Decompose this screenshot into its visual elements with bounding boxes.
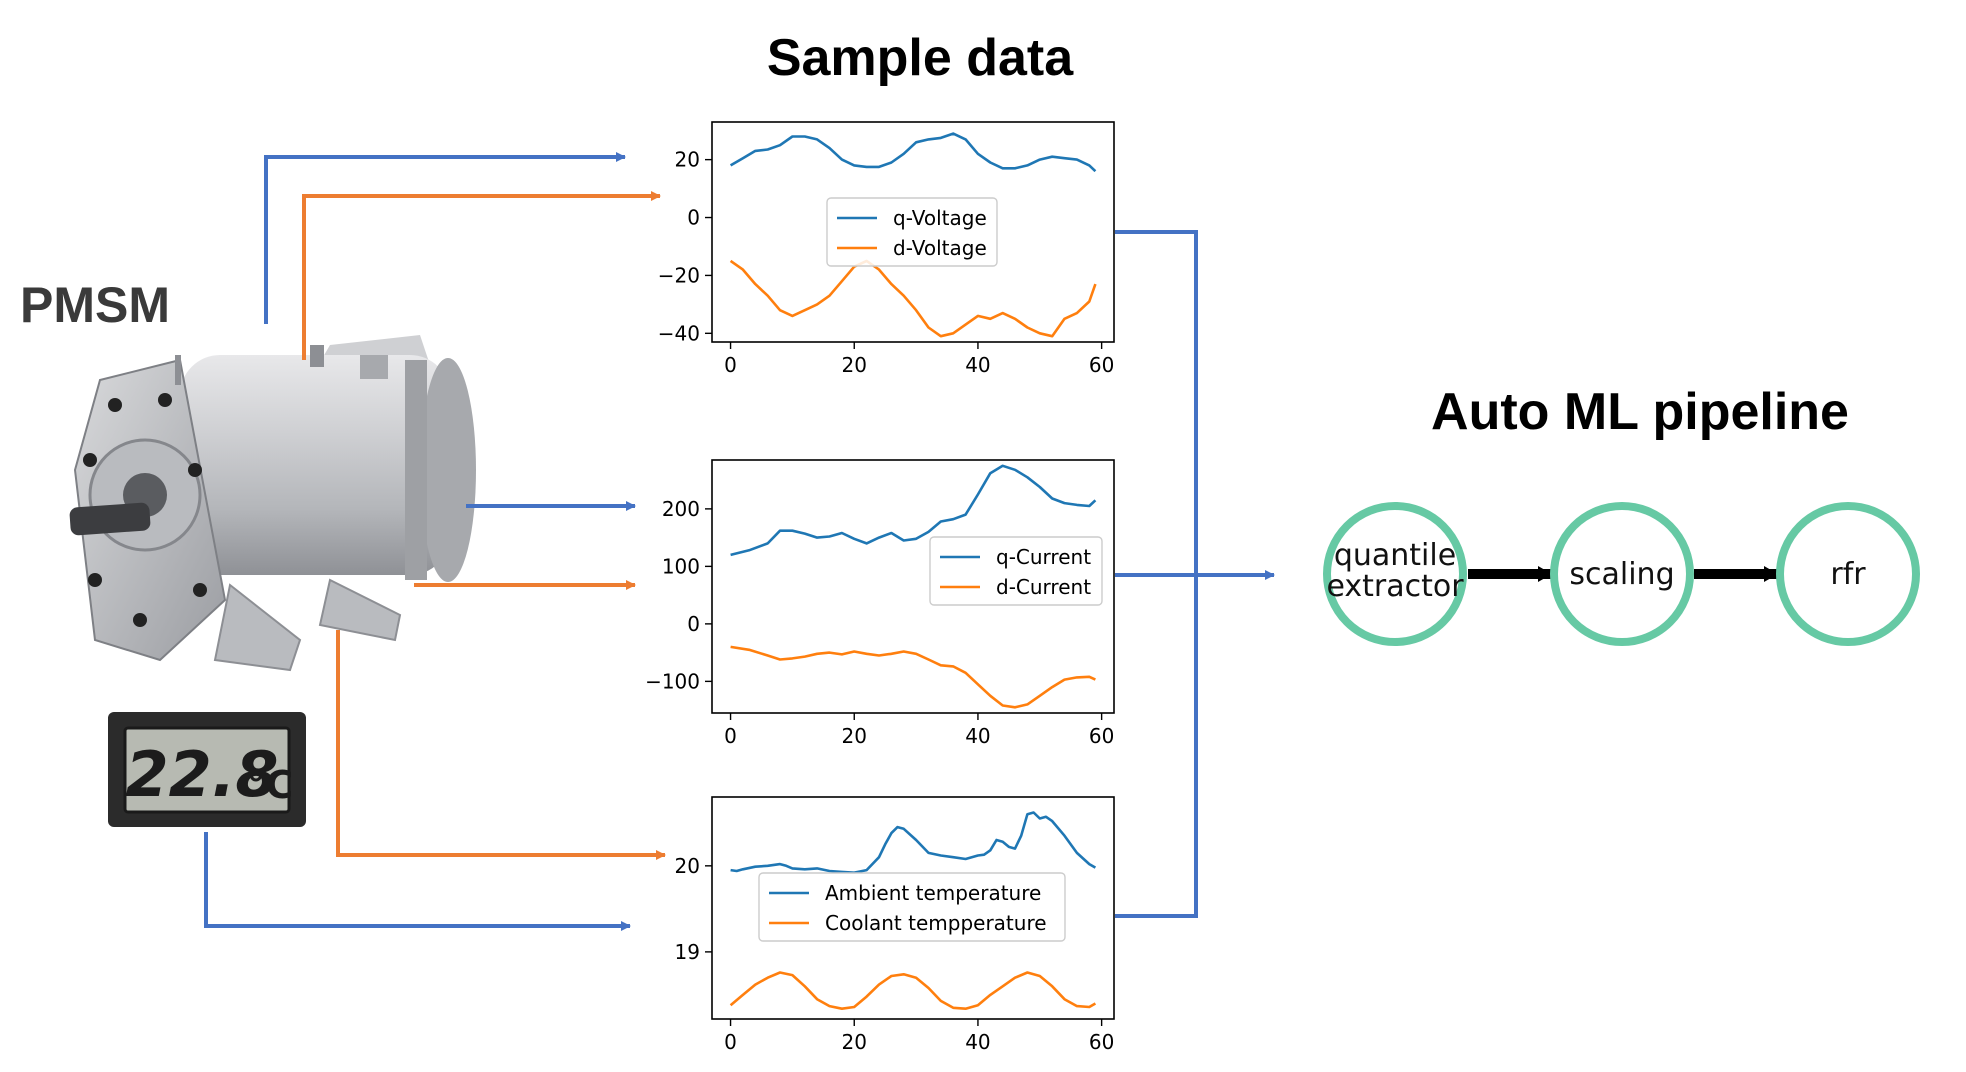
x-tick-label: 40 xyxy=(965,724,990,748)
x-tick-label: 60 xyxy=(1089,1030,1114,1054)
legend-label: d-Current xyxy=(996,575,1091,599)
legend-label: d-Voltage xyxy=(893,236,987,260)
y-tick-label: 0 xyxy=(687,206,700,230)
sample-data-title: Sample data xyxy=(766,29,1074,87)
legend-label: Coolant tempperature xyxy=(825,911,1047,935)
x-tick-label: 20 xyxy=(842,724,867,748)
flow-ambient xyxy=(204,832,631,931)
legend-label: q-Current xyxy=(996,545,1091,569)
series-line-0 xyxy=(730,811,1097,874)
scaling-label: scaling xyxy=(1569,557,1674,592)
merge-flows xyxy=(1115,230,1275,918)
y-tick-label: 100 xyxy=(662,554,700,578)
y-tick-label: −100 xyxy=(645,669,700,693)
quantile-label-line2: extractor xyxy=(1326,569,1464,604)
current-chart: 0 20 40 60 200 100 0 −100 q-Current d-Current xyxy=(645,459,1115,748)
y-tick-label: 19 xyxy=(675,940,700,964)
legend-label: Ambient temperature xyxy=(825,881,1041,905)
pipeline-node-scaling xyxy=(1550,502,1694,646)
x-tick-label: 20 xyxy=(842,1030,867,1054)
series-line-0 xyxy=(729,132,1097,173)
flow-voltage-d xyxy=(302,191,661,360)
thermometer-unit: °C xyxy=(247,763,294,807)
series-line-1 xyxy=(729,259,1097,338)
flow-voltage-q xyxy=(264,152,626,324)
plot-frame xyxy=(711,796,1115,1020)
series-line-1 xyxy=(729,971,1097,1010)
input-flows xyxy=(204,152,666,931)
x-tick-label: 0 xyxy=(724,724,737,748)
flow-coolant xyxy=(336,630,666,860)
y-tick-label: 20 xyxy=(675,854,700,878)
plot-frame xyxy=(711,459,1115,714)
plot-frame xyxy=(711,121,1115,343)
x-tick-label: 20 xyxy=(842,353,867,377)
quantile-label-line1: quantile xyxy=(1334,538,1456,573)
y-tick-label: −20 xyxy=(658,263,700,287)
legend-box xyxy=(758,872,1066,942)
rfr-label: rfr xyxy=(1830,557,1866,592)
x-tick-label: 40 xyxy=(965,1030,990,1054)
series-line-0 xyxy=(730,464,1097,557)
y-tick-label: 200 xyxy=(662,497,700,521)
y-tick-label: −40 xyxy=(658,321,700,345)
voltage-chart: 0 20 40 60 20 0 −20 −40 q-Voltage d-Voltage xyxy=(658,121,1115,377)
thermometer-reading: 22.8 xyxy=(126,738,279,811)
pipeline-node-quantile-extractor xyxy=(1323,502,1467,646)
x-tick-label: 40 xyxy=(965,353,990,377)
x-tick-label: 60 xyxy=(1089,724,1114,748)
pipeline-node-rfr xyxy=(1776,502,1920,646)
pipeline-title: Auto ML pipeline xyxy=(1431,383,1849,441)
y-tick-label: 0 xyxy=(687,612,700,636)
x-tick-label: 0 xyxy=(724,1030,737,1054)
x-tick-label: 60 xyxy=(1089,353,1114,377)
motor-picture xyxy=(69,335,476,672)
thermometer-picture: 22.8 °C xyxy=(108,712,306,827)
y-tick-label: 20 xyxy=(675,148,700,172)
pipeline-graph: quantile extractor scaling rfr xyxy=(1323,502,1920,646)
pmsm-title: PMSM xyxy=(20,277,170,333)
series-line-1 xyxy=(730,645,1096,709)
legend-label: q-Voltage xyxy=(893,206,987,230)
x-tick-label: 0 xyxy=(724,353,737,377)
